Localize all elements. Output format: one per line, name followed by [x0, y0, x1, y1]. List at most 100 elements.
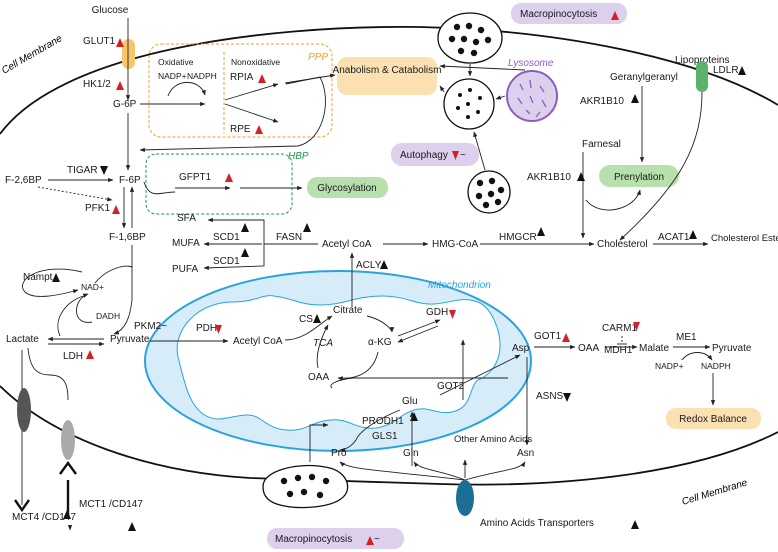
me1-label: ME1: [676, 332, 697, 343]
g6p-label: G-6P: [113, 99, 137, 110]
tca-label: TCA: [313, 338, 333, 349]
asn-label: Asn: [517, 448, 534, 459]
svg-text:~: ~: [374, 534, 380, 545]
anabolism-catabolism-box: [337, 57, 437, 95]
ppp-nonoxidative-label: Nonoxidative: [231, 57, 280, 67]
acat1-label: ACAT1: [658, 232, 690, 243]
prodh1-label: PRODH1: [362, 416, 404, 427]
ppp-oxidative-label: Oxidative: [158, 57, 194, 67]
acetylcoa-cyto-label: Acetyl CoA: [322, 239, 372, 250]
prenylation-label: Prenylation: [614, 172, 664, 183]
oaa-cyto-label: OAA: [578, 343, 599, 354]
pkm2-label: PKM2~: [134, 321, 167, 332]
anabolism-label: Anabolism & Catabolism: [333, 65, 442, 76]
lactate-label: Lactate: [6, 334, 39, 345]
glut1-transporter: [122, 39, 135, 69]
mitochondrion: [144, 270, 532, 452]
ldlr-label: LDLR: [713, 65, 739, 76]
got2-label: GOT2: [437, 381, 465, 392]
ldlr-receptor: [696, 61, 708, 92]
vesicle-dots-bottom: [280, 473, 330, 499]
macropinocytosis-bottom-label: Macropinocytosis: [275, 534, 352, 545]
cholesterol-ester-label: Cholesterol Ester: [711, 233, 778, 244]
ldh-label: LDH: [63, 351, 83, 362]
asns-label: ASNS: [536, 391, 564, 402]
macropinocytosis-top-label: Macropinocytosis: [520, 9, 597, 20]
cs-label: CS: [299, 314, 313, 325]
hbp-box: [145, 153, 293, 215]
citrate-label: Citrate: [333, 305, 363, 316]
glycosylation-box: [307, 177, 388, 198]
pufa-label: PUFA: [172, 264, 198, 275]
scd1-label-2: SCD1: [213, 256, 240, 267]
cholesterol-label: Cholesterol: [597, 239, 648, 250]
glu-label: Glu: [402, 396, 418, 407]
f26bp-label: F-2,6BP: [5, 175, 42, 186]
vesicle-dots-top: [448, 22, 492, 57]
macropinosome-bottom: [262, 464, 349, 509]
mct4-transporter: [17, 388, 31, 432]
glut1-label: GLUT1: [83, 36, 116, 47]
acly-label: ACLY: [356, 260, 382, 271]
macropinosome-top: [437, 12, 503, 64]
fasn-label: FASN: [276, 232, 302, 243]
akr1b10-label-1: AKR1B10: [527, 172, 571, 183]
pyruvate-label: Pyruvate: [110, 334, 150, 345]
tigar-label: TIGAR: [67, 165, 98, 176]
macropinocytosis-top-box: [511, 3, 627, 24]
cell-membrane-label-top: Cell Membrane: [0, 33, 65, 77]
gln-label: Gln: [403, 448, 419, 459]
prenylation-box: [599, 165, 679, 187]
gls1-label: GLS1: [372, 431, 398, 442]
lysosome: [506, 70, 558, 122]
svg-text:~: ~: [460, 150, 466, 161]
ppp-title: PPP: [308, 52, 328, 63]
nampt-label: Nampt: [23, 272, 53, 283]
pyruvate-cyto-label: Pyruvate: [712, 343, 752, 354]
nadp-label: NADP+: [158, 71, 187, 81]
nad-label: NAD+: [81, 282, 104, 292]
mct1-label: MCT1 /CD147: [79, 499, 143, 510]
autophagosome-dots: [475, 177, 505, 209]
nadph-label: NADPH: [187, 71, 217, 81]
redox-balance-box: [666, 408, 761, 429]
hbp-title: HBP: [288, 151, 309, 162]
nadp-cyto-label: NADP+: [655, 361, 684, 371]
gfpt1-label: GFPT1: [179, 172, 212, 183]
other-amino-acids-label: Other Amino Acids: [454, 434, 532, 445]
mdh1-label: MDH1: [604, 345, 633, 356]
glycosylation-label: Glycosylation: [317, 183, 376, 194]
acetylcoa-mito-label: Acetyl CoA: [233, 336, 283, 347]
oaa-mito-label: OAA: [308, 372, 329, 383]
mct4-label: MCT4 /CD147: [12, 512, 76, 523]
hmgcoa-label: HMG-CoA: [432, 239, 478, 250]
glucose-label: Glucose: [92, 5, 129, 16]
autolysosome-dots: [456, 88, 482, 119]
scd1-label-1: SCD1: [213, 232, 240, 243]
farnesal-label: Farnesal: [582, 139, 621, 150]
lysosome-label: Lysosome: [508, 58, 554, 69]
mufa-label: MUFA: [172, 238, 200, 249]
autophagy-box: [391, 143, 479, 166]
pro-label: Pro: [331, 448, 347, 459]
got1-label: GOT1: [534, 331, 562, 342]
gdh-label: GDH: [426, 307, 448, 318]
akg-label: α-KG: [368, 337, 392, 348]
pfk1-label: PFK1: [85, 203, 110, 214]
rpe-label: RPE: [230, 124, 251, 135]
lysosome-enzymes: [517, 79, 547, 118]
mitochondrion-title: Mitochondrion: [428, 280, 491, 291]
geranylgeranyl-label: Geranylgeranyl: [610, 72, 678, 83]
amino-acids-transporters-label: Amino Acids Transporters: [480, 518, 594, 529]
f16bp-label: F-1,6BP: [109, 232, 146, 243]
f6p-label: F-6P: [119, 175, 141, 186]
ppp-box: [148, 43, 333, 138]
dadh-label: DADH: [96, 311, 120, 321]
cell-membrane-label-bottom: Cell Membrane: [681, 477, 749, 507]
lipoproteins-label: Lipoproteins: [675, 55, 729, 66]
pdh-label: PDH: [196, 323, 217, 334]
sfa-label: SFA: [177, 213, 196, 224]
nadph-cyto-label: NADPH: [701, 361, 731, 371]
redox-balance-label: Redox Balance: [679, 414, 747, 425]
